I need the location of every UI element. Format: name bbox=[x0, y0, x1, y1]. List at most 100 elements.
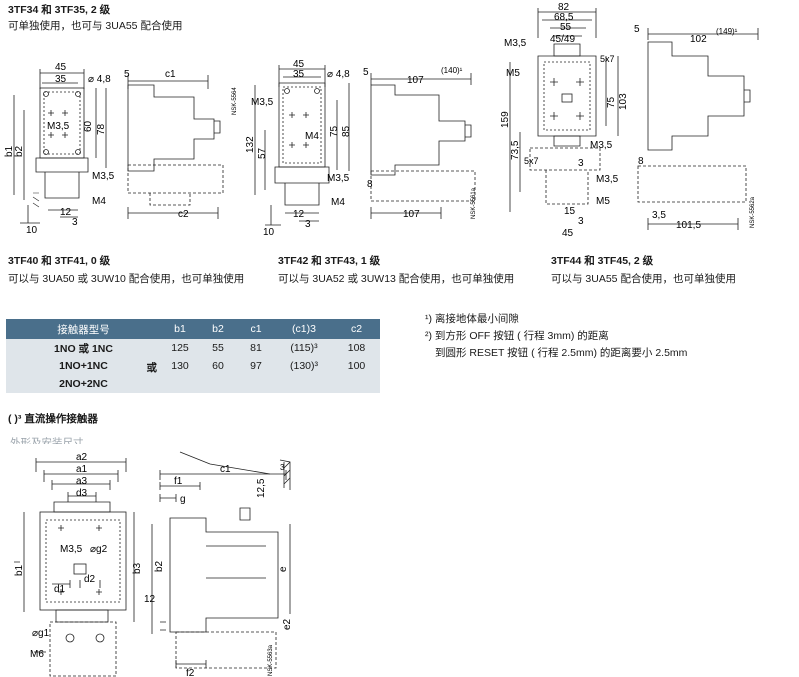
label-m35b: M3,5 bbox=[92, 171, 115, 182]
drawing-3tf42-43: 45 35 ⌀ 4,8 5 107 (140)¹ M3,5 M4 75 85 1… bbox=[245, 59, 477, 238]
label-m5: M5 bbox=[506, 68, 520, 79]
label-m5b: M5 bbox=[596, 196, 610, 207]
dim-55: 55 bbox=[560, 22, 572, 33]
dim-12: 12 bbox=[293, 209, 305, 220]
header-c1p: (c1)3 bbox=[275, 319, 333, 339]
dim-b2: b2 bbox=[14, 145, 25, 157]
dim-102: 102 bbox=[690, 34, 707, 45]
dim-d1: d1 bbox=[54, 584, 66, 595]
dim-a1: a1 bbox=[76, 464, 88, 475]
caption-1-title: 3TF40 和 3TF41, 0 级 bbox=[8, 255, 111, 267]
footnote-2: ²) 到方形 OFF 按钮 ( 行程 3mm) 的距离 bbox=[425, 330, 609, 342]
table-row: 1NO 或 1NC 125 55 81 (115)³ 108 bbox=[6, 339, 380, 357]
dim-a3: a3 bbox=[76, 476, 88, 487]
drawing-generic-front: a2 a1 a3 d3 M3,5 ⌀g2 b1 b3 d1 d2 ⌀g1 M6 bbox=[14, 452, 143, 677]
dim-685: 68,5 bbox=[554, 12, 574, 23]
top-subtitle: 可单独使用，也可与 3UA55 配合使用 bbox=[8, 20, 183, 32]
dim-5: 5 bbox=[124, 69, 130, 80]
dim-3b: 3 bbox=[578, 216, 584, 227]
dim-103: 103 bbox=[618, 93, 629, 110]
dim-4549: 45/49 bbox=[550, 34, 575, 45]
dim-5: 5 bbox=[363, 67, 369, 78]
dim-f2: f2 bbox=[186, 668, 195, 677]
footnote-1: ¹) 离接地体最小间隙 bbox=[425, 313, 519, 325]
dim-12: 12 bbox=[144, 594, 156, 605]
dim-5x7b: 5x7 bbox=[524, 156, 539, 166]
top-title: 3TF34 和 3TF35, 2 级 bbox=[8, 4, 111, 16]
header-b1: b1 bbox=[161, 319, 199, 339]
dim-g: g bbox=[180, 494, 186, 505]
dim-35: 35 bbox=[55, 74, 67, 85]
caption-2-sub: 可以与 3UA52 或 3UW13 配合使用，也可单独使用 bbox=[278, 273, 515, 285]
dim-b2: b2 bbox=[154, 560, 165, 572]
dim-c1: c1 bbox=[220, 464, 231, 475]
dim-d2: d2 bbox=[84, 574, 96, 585]
drawing-code: NSK-5563a bbox=[268, 644, 274, 676]
dim-dia: ⌀ 4,8 bbox=[88, 74, 111, 85]
dim-35: 3,5 bbox=[652, 210, 666, 221]
drawing-code: NSK-5564 bbox=[232, 87, 238, 115]
drawing-code: NSK-5561a bbox=[471, 187, 477, 219]
dim-b1: b1 bbox=[14, 564, 25, 576]
dim-149: (149)¹ bbox=[716, 27, 738, 36]
dim-d3: d3 bbox=[76, 488, 88, 499]
label-m35b: M3,5 bbox=[590, 140, 613, 151]
drawing-3tf44-45: 82 68,5 55 45/49 M3,5 M5 5x7 75 103 159 … bbox=[500, 2, 759, 239]
header-type: 接触器型号 bbox=[6, 319, 161, 339]
label-m4b: M4 bbox=[331, 197, 345, 208]
dim-g1: ⌀g1 bbox=[32, 628, 50, 639]
table-row: 2NO+2NC bbox=[6, 375, 380, 393]
dim-f1: f1 bbox=[174, 476, 183, 487]
dim-60: 60 bbox=[83, 120, 94, 132]
dim-107b: 107 bbox=[403, 209, 420, 220]
dim-85: 85 bbox=[341, 125, 352, 137]
label-m4: M4 bbox=[305, 131, 319, 142]
dim-45: 45 bbox=[55, 62, 67, 73]
dim-10: 10 bbox=[26, 225, 38, 236]
dim-132: 132 bbox=[245, 136, 256, 153]
header-c1: c1 bbox=[237, 319, 275, 339]
dim-45: 45 bbox=[293, 59, 305, 70]
caption-3-title: 3TF44 和 3TF45, 2 级 bbox=[551, 255, 654, 267]
label-m4: M4 bbox=[92, 196, 106, 207]
label-m35b: M3,5 bbox=[327, 173, 350, 184]
dim-3: 3 bbox=[280, 463, 285, 472]
table-header: 接触器型号 b1 b2 c1 (c1)3 c2 bbox=[6, 319, 380, 339]
caption-2-title: 3TF42 和 3TF43, 1 级 bbox=[278, 255, 381, 267]
dim-735: 73,5 bbox=[510, 140, 521, 160]
dim-57: 57 bbox=[257, 147, 268, 159]
dim-8: 8 bbox=[367, 179, 373, 190]
label-g2: ⌀g2 bbox=[90, 544, 108, 555]
dim-e2: e2 bbox=[282, 618, 293, 630]
dc-note: ( )³ 直流操作接触器 bbox=[8, 413, 98, 425]
dim-c1: c1 bbox=[165, 69, 176, 80]
dim-5x7: 5x7 bbox=[600, 54, 615, 64]
dim-3: 3 bbox=[305, 219, 311, 230]
cut-off-heading: 外形及安装尺寸 bbox=[10, 437, 84, 444]
dim-a2: a2 bbox=[76, 452, 88, 463]
label-m35c: M3,5 bbox=[596, 174, 619, 185]
dim-3: 3 bbox=[578, 158, 584, 169]
caption-1-sub: 可以与 3UA50 或 3UW10 配合使用，也可单独使用 bbox=[8, 273, 245, 285]
dim-1015: 101,5 bbox=[676, 220, 701, 231]
dim-75: 75 bbox=[329, 125, 340, 137]
dim-8: 8 bbox=[638, 156, 644, 167]
label-m35: M3,5 bbox=[251, 97, 274, 108]
dim-35: 35 bbox=[293, 69, 305, 80]
dim-15: 15 bbox=[564, 206, 576, 217]
label-m6: M6 bbox=[30, 649, 44, 660]
header-b2: b2 bbox=[199, 319, 237, 339]
footnote-3: 到圆形 RESET 按钮 ( 行程 2.5mm) 的距离要小 2.5mm bbox=[435, 347, 688, 359]
dim-159: 159 bbox=[500, 111, 511, 128]
drawing-3tf40-41: 45 35 ⌀ 4,8 c1 5 M3,5 60 78 b1 b2 M3,5 M… bbox=[4, 62, 238, 236]
dim-c2: c2 bbox=[178, 209, 189, 220]
dim-e: e bbox=[278, 566, 289, 572]
dim-dia: ⌀ 4,8 bbox=[327, 69, 350, 80]
dim-10: 10 bbox=[263, 227, 275, 238]
header-c2: c2 bbox=[333, 319, 380, 339]
contactor-dimension-table: 接触器型号 b1 b2 c1 (c1)3 c2 1NO 或 1NC 125 55… bbox=[6, 319, 380, 393]
label-m35: M3,5 bbox=[47, 121, 70, 132]
drawing-code: NSK-5562a bbox=[750, 196, 756, 228]
dim-107: 107 bbox=[407, 75, 424, 86]
dim-125: 12,5 bbox=[256, 478, 267, 498]
